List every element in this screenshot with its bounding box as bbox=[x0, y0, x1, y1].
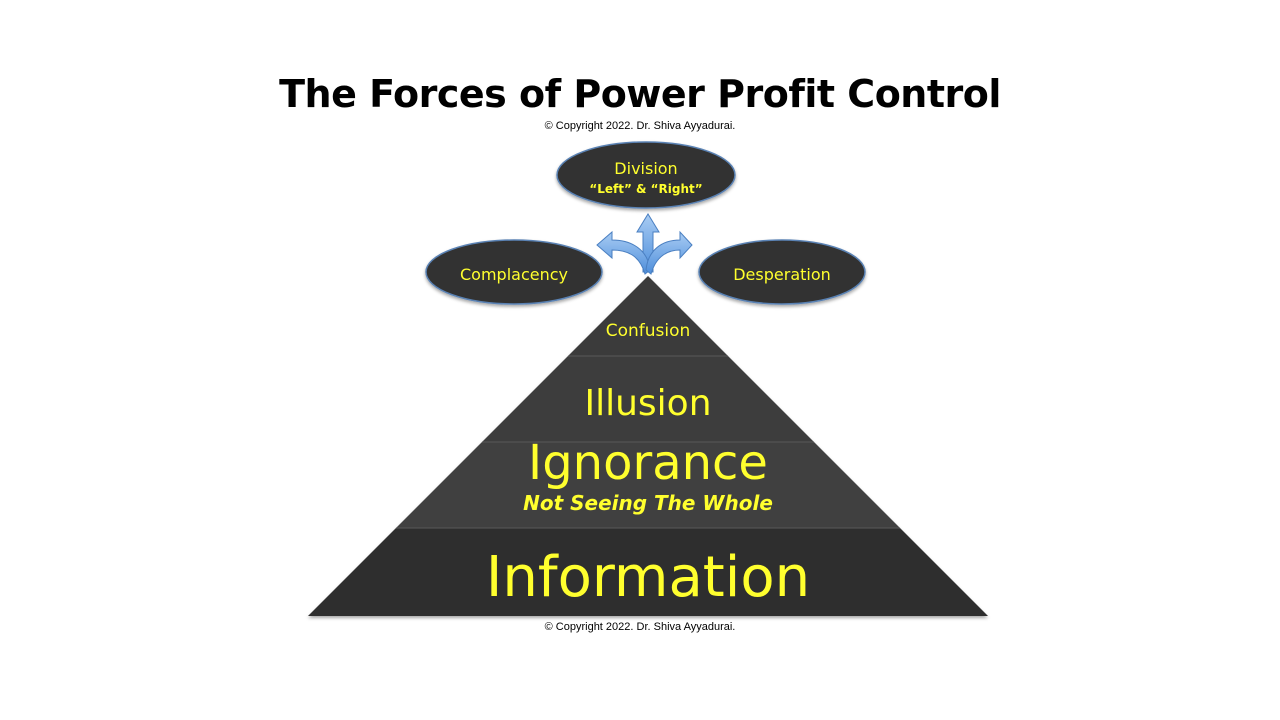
complacency-label: Complacency bbox=[460, 265, 568, 284]
pyramid-layer-confusion bbox=[568, 276, 728, 356]
copyright-top: © Copyright 2022. Dr. Shiva Ayyadurai. bbox=[544, 120, 736, 132]
oval-desperation: Desperation bbox=[698, 239, 866, 305]
pyramid bbox=[308, 276, 988, 616]
pyramid-layer-information bbox=[308, 528, 988, 616]
oval-division: Division “Left” & “Right” bbox=[556, 141, 736, 209]
confusion-label: Confusion bbox=[606, 321, 691, 341]
oval-complacency: Complacency bbox=[425, 239, 603, 305]
page-title: The Forces of Power Profit Control bbox=[279, 72, 1001, 116]
information-label: Information bbox=[486, 545, 810, 610]
pyramid-layer-ignorance bbox=[396, 442, 900, 528]
ignorance-label: Ignorance bbox=[528, 435, 768, 491]
pyramid-layer-illusion bbox=[482, 356, 814, 442]
copyright-bottom: © Copyright 2022. Dr. Shiva Ayyadurai. bbox=[544, 621, 736, 633]
division-label: Division bbox=[614, 159, 677, 178]
ignorance-sublabel: Not Seeing The Whole bbox=[523, 491, 773, 515]
division-sublabel: “Left” & “Right” bbox=[589, 182, 702, 196]
three-way-arrow-icon bbox=[596, 213, 693, 275]
illusion-label: Illusion bbox=[584, 383, 711, 424]
pyramid-separators bbox=[396, 355, 900, 529]
desperation-label: Desperation bbox=[733, 265, 831, 284]
